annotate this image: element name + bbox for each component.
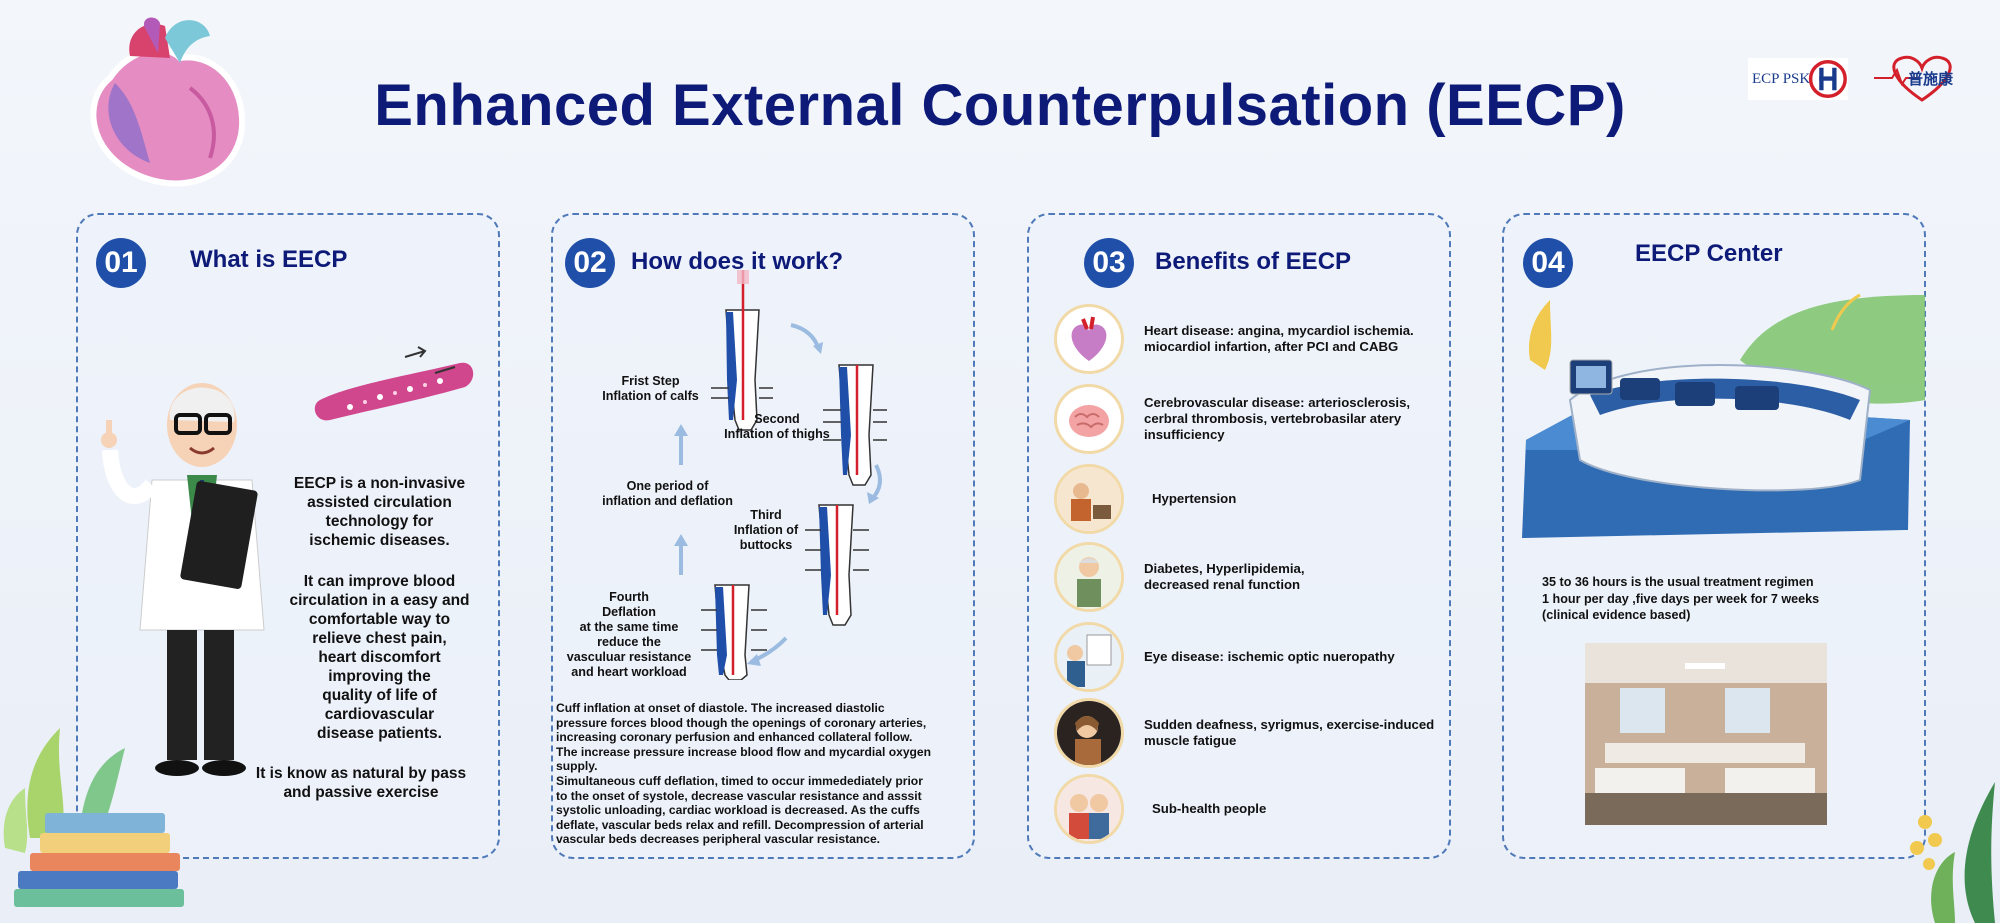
benefit-item: Diabetes, Hyperlipidemia,decreased renal… [1054, 540, 1444, 614]
books-plant-decoration [3, 728, 184, 907]
brand-logo: 普施康 [1872, 50, 1972, 105]
card-number-04: 04 [1523, 238, 1573, 288]
blood-vessel-icon [314, 346, 474, 421]
card-title-center: EECP Center [1635, 240, 1783, 267]
heart-illustration [90, 17, 246, 187]
ecp-psk-logo: ECP PSK [1748, 58, 1848, 100]
card-number-01: 01 [96, 238, 146, 288]
deafness-icon [1054, 698, 1124, 768]
h-logo-icon [1809, 59, 1848, 99]
doctor-illustration [101, 383, 265, 776]
card-number-02: 02 [565, 238, 615, 288]
leg-step2-icon [823, 364, 887, 486]
leg-step1-icon [711, 270, 773, 431]
benefit-item: Heart disease: angina, mycardiol ischemi… [1054, 302, 1444, 376]
heart-icon [1054, 304, 1124, 374]
card-what-is-eecp [76, 213, 500, 859]
counterpulsation-cycle-diagram [674, 270, 887, 680]
how-description: Cuff inflation at onset of diastole. The… [556, 701, 932, 847]
page-title: Enhanced External Counterpulsation (EECP… [374, 73, 1626, 138]
heart-pulse-icon [1874, 55, 1952, 102]
hypertension-icon [1054, 464, 1124, 534]
treatment-room-photo [1585, 643, 1827, 825]
ecp-psk-logo-text: ECP PSK [1752, 70, 1811, 87]
elderly-man-icon [1054, 542, 1124, 612]
elderly-couple-icon [1054, 774, 1124, 844]
benefit-item: Eye disease: ischemic optic nueropathy [1054, 620, 1444, 694]
card-title-what: What is EECP [190, 246, 348, 273]
card-title-benefits: Benefits of EECP [1155, 248, 1352, 275]
brand-logo-text: 普施康 [1908, 71, 1954, 88]
eye-exam-icon [1054, 622, 1124, 692]
flower-decoration [1910, 782, 1995, 923]
benefit-item: Sub-health people [1054, 772, 1452, 846]
center-info: 35 to 36 hours is the usual treatment re… [1542, 575, 1820, 622]
benefit-item: Sudden deafness, syrigmus, exercise-indu… [1054, 696, 1444, 770]
brain-icon [1054, 384, 1124, 454]
benefit-item: Hypertension [1054, 462, 1452, 536]
card-number-03: 03 [1084, 238, 1134, 288]
leg-step3-icon [805, 504, 869, 626]
benefit-item: Cerebrovascular disease: arteriosclerosi… [1054, 382, 1444, 456]
eecp-machine-illustration [1522, 293, 1925, 538]
leg-step4-icon [701, 584, 767, 680]
card-how-does-it-work [551, 213, 975, 859]
